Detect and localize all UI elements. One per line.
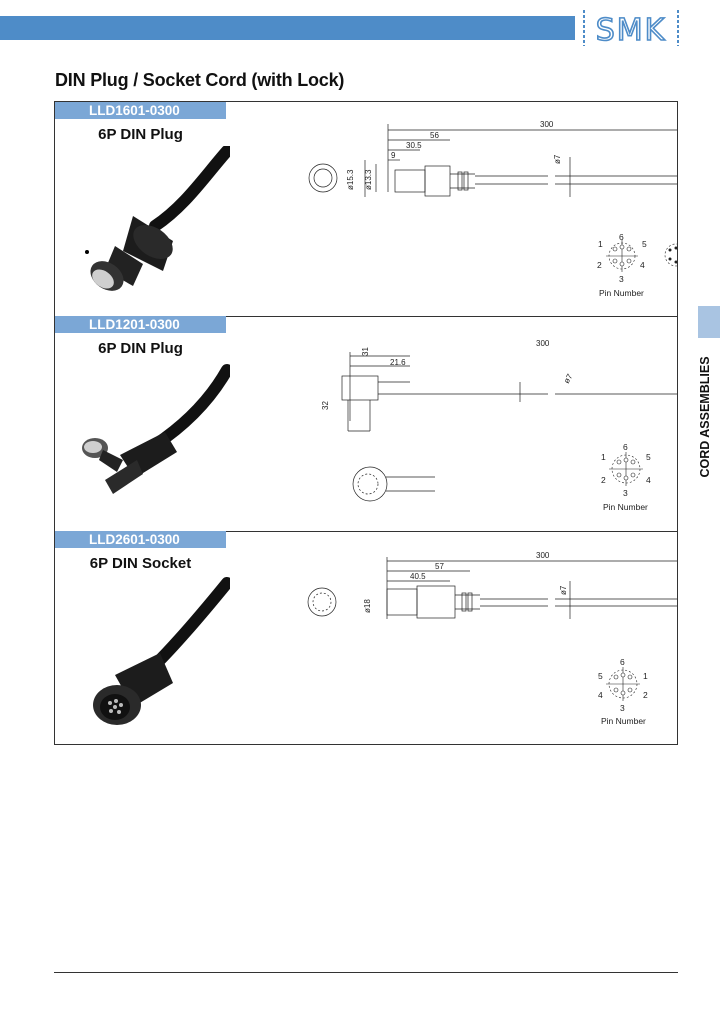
svg-text:56: 56 xyxy=(430,131,439,140)
svg-text:57: 57 xyxy=(435,562,444,571)
svg-text:32: 32 xyxy=(321,401,330,410)
pin-diagram: 5 6 1 4 2 3 Pin Number xyxy=(598,657,648,726)
svg-text:2: 2 xyxy=(601,475,606,485)
pin-diagram: 1 6 5 2 4 3 Pin Number xyxy=(601,442,651,512)
svg-text:Pin Number: Pin Number xyxy=(601,716,646,726)
product-section-lld1201: LLD1201-0300 6P DIN Plug xyxy=(55,316,677,532)
svg-text:9: 9 xyxy=(391,151,396,160)
svg-text:4: 4 xyxy=(646,475,651,485)
part-description: 6P DIN Socket xyxy=(89,555,192,572)
svg-text:ø18: ø18 xyxy=(363,599,372,613)
svg-text:5: 5 xyxy=(646,452,651,462)
right-angle-din-plug-photo xyxy=(82,364,230,494)
svg-text:31: 31 xyxy=(361,347,370,356)
svg-text:6: 6 xyxy=(619,232,624,242)
din-plug-photo xyxy=(85,146,230,291)
svg-text:4: 4 xyxy=(598,690,603,700)
product-table: LLD1601-0300 6P DIN Plug xyxy=(54,101,678,745)
svg-text:5: 5 xyxy=(642,239,647,249)
side-section-label: CORD ASSEMBLIES xyxy=(698,356,712,478)
svg-text:3: 3 xyxy=(623,488,628,498)
svg-text:6: 6 xyxy=(620,657,625,667)
pin-diagram: 1 6 5 2 4 3 Pin Number xyxy=(597,232,647,298)
svg-text:ø7: ø7 xyxy=(553,154,562,164)
svg-text:300: 300 xyxy=(540,120,554,129)
din-socket-photo xyxy=(93,577,230,725)
part-description: 6P DIN Plug xyxy=(98,126,183,143)
svg-text:3: 3 xyxy=(619,274,624,284)
svg-text:3: 3 xyxy=(620,703,625,713)
footer-rule xyxy=(54,972,678,973)
page-title: DIN Plug / Socket Cord (with Lock) xyxy=(55,70,345,90)
svg-text:4: 4 xyxy=(640,260,645,270)
product-section-lld1601: LLD1601-0300 6P DIN Plug xyxy=(55,102,677,317)
svg-text:ø7: ø7 xyxy=(562,372,575,385)
svg-text:2: 2 xyxy=(597,260,602,270)
dimension-drawing: 300 31 21.6 32 ø7 xyxy=(321,339,677,502)
svg-text:5: 5 xyxy=(598,671,603,681)
smk-logo: SMK xyxy=(583,10,679,49)
svg-text:6: 6 xyxy=(623,442,628,452)
part-number-label: LLD1601-0300 xyxy=(55,102,226,119)
part-number-label: LLD1201-0300 xyxy=(55,316,226,333)
svg-text:ø15.3: ø15.3 xyxy=(346,169,355,190)
svg-text:300: 300 xyxy=(536,339,550,348)
svg-text:2: 2 xyxy=(643,690,648,700)
svg-text:300: 300 xyxy=(536,551,550,560)
dimension-drawing: 300 57 40.5 ø18 ø7 xyxy=(307,551,677,619)
svg-text:Pin Number: Pin Number xyxy=(599,288,644,298)
dimension-drawing: 300 56 30.5 9 ø7 ø15.3 ø13.3 xyxy=(308,120,677,267)
svg-text:1: 1 xyxy=(598,239,603,249)
section-tab xyxy=(698,306,720,338)
svg-text:21.6: 21.6 xyxy=(390,358,406,367)
svg-text:ø13.3: ø13.3 xyxy=(364,169,373,190)
svg-text:Pin Number: Pin Number xyxy=(603,502,648,512)
svg-text:40.5: 40.5 xyxy=(410,572,426,581)
svg-text:SMK: SMK xyxy=(596,13,667,48)
part-description: 6P DIN Plug xyxy=(98,340,183,357)
svg-text:1: 1 xyxy=(643,671,648,681)
svg-text:30.5: 30.5 xyxy=(406,141,422,150)
svg-text:ø7: ø7 xyxy=(559,585,568,595)
svg-text:1: 1 xyxy=(601,452,606,462)
part-number-label: LLD2601-0300 xyxy=(55,531,226,548)
product-section-lld2601: LLD2601-0300 6P DIN Socket xyxy=(55,531,677,744)
header-bar xyxy=(0,16,575,40)
